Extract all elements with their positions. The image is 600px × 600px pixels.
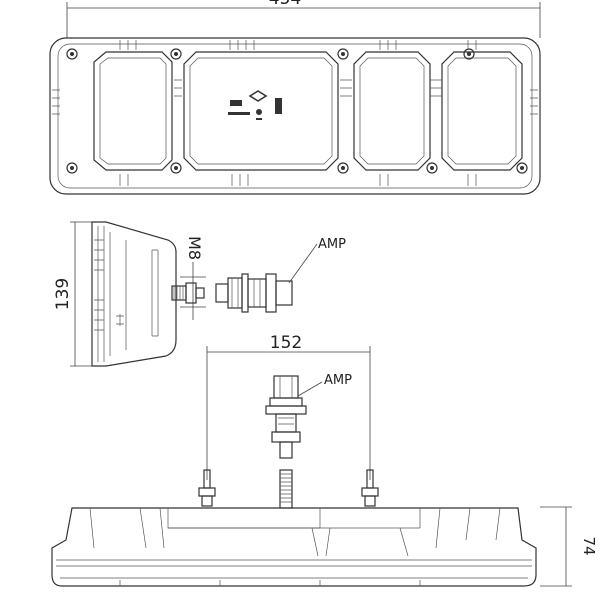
- width-dimension: 454: [269, 0, 301, 9]
- screws: [66, 48, 528, 174]
- mounting-bolt-right: [361, 469, 379, 507]
- amp-connector-side: [215, 273, 293, 313]
- side-view: 139 M8 AMP: [53, 221, 346, 367]
- top-view: 454: [49, 0, 541, 195]
- amp-label-middle: AMP: [324, 373, 352, 388]
- homologation-marks: [228, 90, 282, 120]
- threaded-stud: [279, 469, 293, 509]
- height-dimension: 139: [53, 278, 73, 310]
- spacing-dimension: 152: [270, 333, 302, 353]
- bottom-view: 74: [51, 469, 598, 587]
- connector-assembly: 152 AMP: [206, 333, 371, 480]
- depth-dimension: 74: [580, 536, 598, 555]
- amp-label-side: AMP: [318, 237, 346, 252]
- bolt: [171, 282, 205, 304]
- thread-label: M8: [185, 236, 204, 260]
- mounting-bolt-left: [198, 469, 216, 507]
